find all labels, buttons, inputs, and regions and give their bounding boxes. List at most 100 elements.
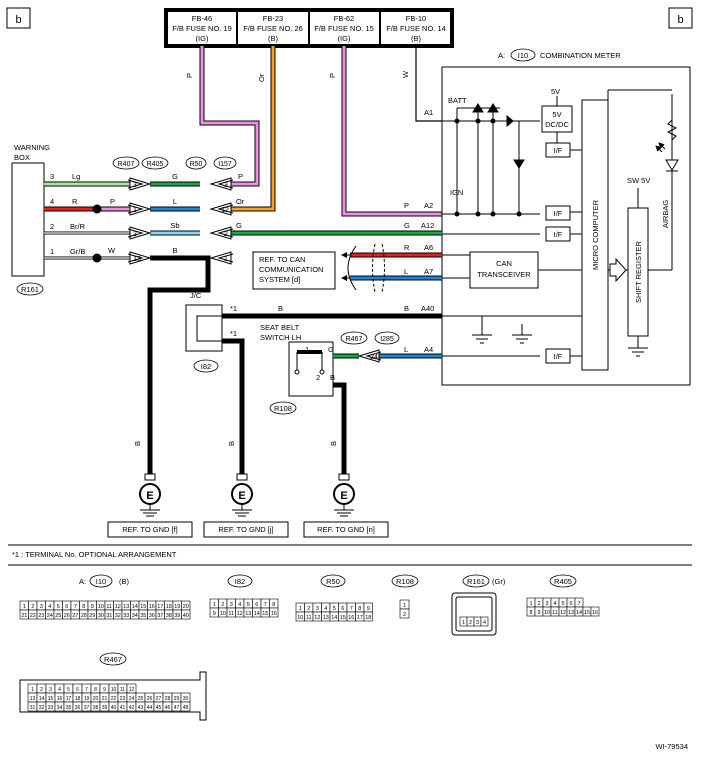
connector-pin-label: 41 — [120, 705, 126, 711]
connector-pin-label: 8 — [82, 604, 85, 610]
connector-pin-label: 14 — [331, 615, 337, 621]
svg-text:FB-62: FB-62 — [334, 14, 354, 23]
connector-pin-label: 10 — [544, 610, 550, 616]
connector-pin-label: 9 — [537, 610, 540, 616]
right-wire-color: G — [236, 221, 242, 230]
connector-pin-label: 44 — [147, 705, 153, 711]
svg-text:SYSTEM [d]: SYSTEM [d] — [259, 275, 300, 284]
connector-pin-label: 11 — [106, 604, 112, 610]
mid-wire-color: G — [172, 172, 178, 181]
svg-text:I10: I10 — [518, 51, 528, 60]
connector-pin-label: 2 — [221, 602, 224, 608]
warning-box: WARNING BOX R161 3 4 2 1 Lg R Br/R Gr/B — [11, 143, 86, 296]
wb-pin: 2 — [50, 222, 54, 231]
connector-pin-label: 40 — [111, 705, 117, 711]
svg-text:BOX: BOX — [14, 153, 30, 162]
connector-pin-label: 13 — [245, 611, 251, 617]
connector-pin-label: 20 — [183, 604, 189, 610]
connector-pin-label: 40 — [183, 613, 189, 619]
connector-pin-label: 18 — [166, 604, 172, 610]
connector-pin-label: 23 — [120, 696, 126, 702]
connector-pin-label: 6 — [65, 604, 68, 610]
connector-pin-label: 14 — [254, 611, 260, 617]
connector-pin-label: 26 — [64, 613, 70, 619]
connector-pin-label: 7 — [85, 687, 88, 693]
connector-pin-label: 36 — [75, 705, 81, 711]
right-conn-pin: 3 — [224, 182, 228, 189]
svg-text:B: B — [227, 441, 236, 446]
svg-text:AIRBAG: AIRBAG — [661, 200, 670, 229]
ground-e-symbol: E — [333, 473, 355, 517]
connector-pin-label: 31 — [30, 705, 36, 711]
connector-pin-label: 32 — [115, 613, 121, 619]
connector-pin-label: 13 — [123, 604, 129, 610]
svg-text:B: B — [330, 373, 335, 382]
connector-pin-label: 10 — [111, 687, 117, 693]
connector-pin-label: 21 — [102, 696, 108, 702]
can-reference-box: REF. TO CAN COMMUNICATION SYSTEM [d] — [252, 251, 336, 290]
svg-text:R161: R161 — [467, 577, 485, 586]
connector-pin-label: 29 — [174, 696, 180, 702]
fuse-cell: FB-62 F/B FUSE NO. 15 (IG) — [314, 14, 374, 43]
belt-connector: R467 I285 24 — [340, 331, 400, 363]
connector-pin-label: 4 — [324, 606, 327, 612]
connector-pin-label: 17 — [357, 615, 363, 621]
fuse-wire-color: P — [328, 73, 337, 78]
connector-pin-label: 8 — [358, 606, 361, 612]
fuse-cell: FB-46 F/B FUSE NO. 19 (IG) — [172, 14, 232, 43]
connector-pin-label: 13 — [568, 610, 574, 616]
svg-text:(IG): (IG) — [196, 34, 209, 43]
connector-pin-label: 1 — [299, 606, 302, 612]
can-transceiver — [469, 251, 539, 289]
fuse-cell: FB-10 F/B FUSE NO. 14 (B) — [386, 14, 446, 43]
connector-pin-label: 4 — [58, 687, 61, 693]
connector-pin-label: 6 — [76, 687, 79, 693]
svg-text:BATT: BATT — [448, 96, 467, 105]
connector-pin-cell — [480, 616, 489, 627]
connector-pin-label: 1 — [213, 602, 216, 608]
meter-wire-color: L — [404, 267, 408, 276]
hollow-arrow — [609, 257, 627, 283]
svg-text:I82: I82 — [201, 362, 211, 371]
wb-wire-color: Br/R — [70, 222, 86, 231]
wb-wire-color: R — [72, 197, 78, 206]
connector-pin-label: 11 — [552, 610, 558, 616]
meter-pin: A1 — [424, 108, 433, 117]
meter-junctions — [454, 118, 522, 217]
connector-pin-label: 33 — [48, 705, 54, 711]
svg-text:*1: *1 — [230, 304, 237, 313]
svg-text:R108: R108 — [396, 577, 414, 586]
right-conn-pin: 1 — [224, 256, 228, 263]
connector-pin-label: 12 — [314, 615, 320, 621]
wire-white-fb10 — [415, 46, 442, 122]
meter-pin: A12 — [421, 221, 434, 230]
connector-pin-label: 28 — [165, 696, 171, 702]
fuse-wires — [199, 46, 442, 217]
svg-text:E: E — [146, 490, 153, 502]
svg-text:I157: I157 — [218, 161, 232, 168]
svg-text:DC/DC: DC/DC — [545, 120, 569, 129]
svg-text:*1: *1 — [230, 329, 237, 338]
connector-pin-label: 7 — [577, 601, 580, 607]
connector-pin-label: 4 — [238, 602, 241, 608]
connector-pin-label: 6 — [341, 606, 344, 612]
inline-connectors: R407 R405 R50 I157 3 1 2 13 3 — [112, 156, 237, 265]
connector-pin-label: 22 — [111, 696, 117, 702]
mid-wire-color: L — [173, 197, 177, 206]
corner-tag-right: b — [668, 7, 693, 29]
wb-pin: 4 — [50, 197, 54, 206]
connector-pin-label: 10 — [220, 611, 226, 617]
connector-pin-label: 27 — [72, 613, 78, 619]
right-wire-color: Or — [236, 197, 245, 206]
connector-pin-label: 15 — [262, 611, 268, 617]
connector-pin-label: 39 — [102, 705, 108, 711]
interface-block — [545, 226, 571, 242]
svg-text:R161: R161 — [21, 285, 39, 294]
connector-view-r108: R108 12 — [391, 574, 419, 619]
connector-pin-label: 7 — [74, 604, 77, 610]
